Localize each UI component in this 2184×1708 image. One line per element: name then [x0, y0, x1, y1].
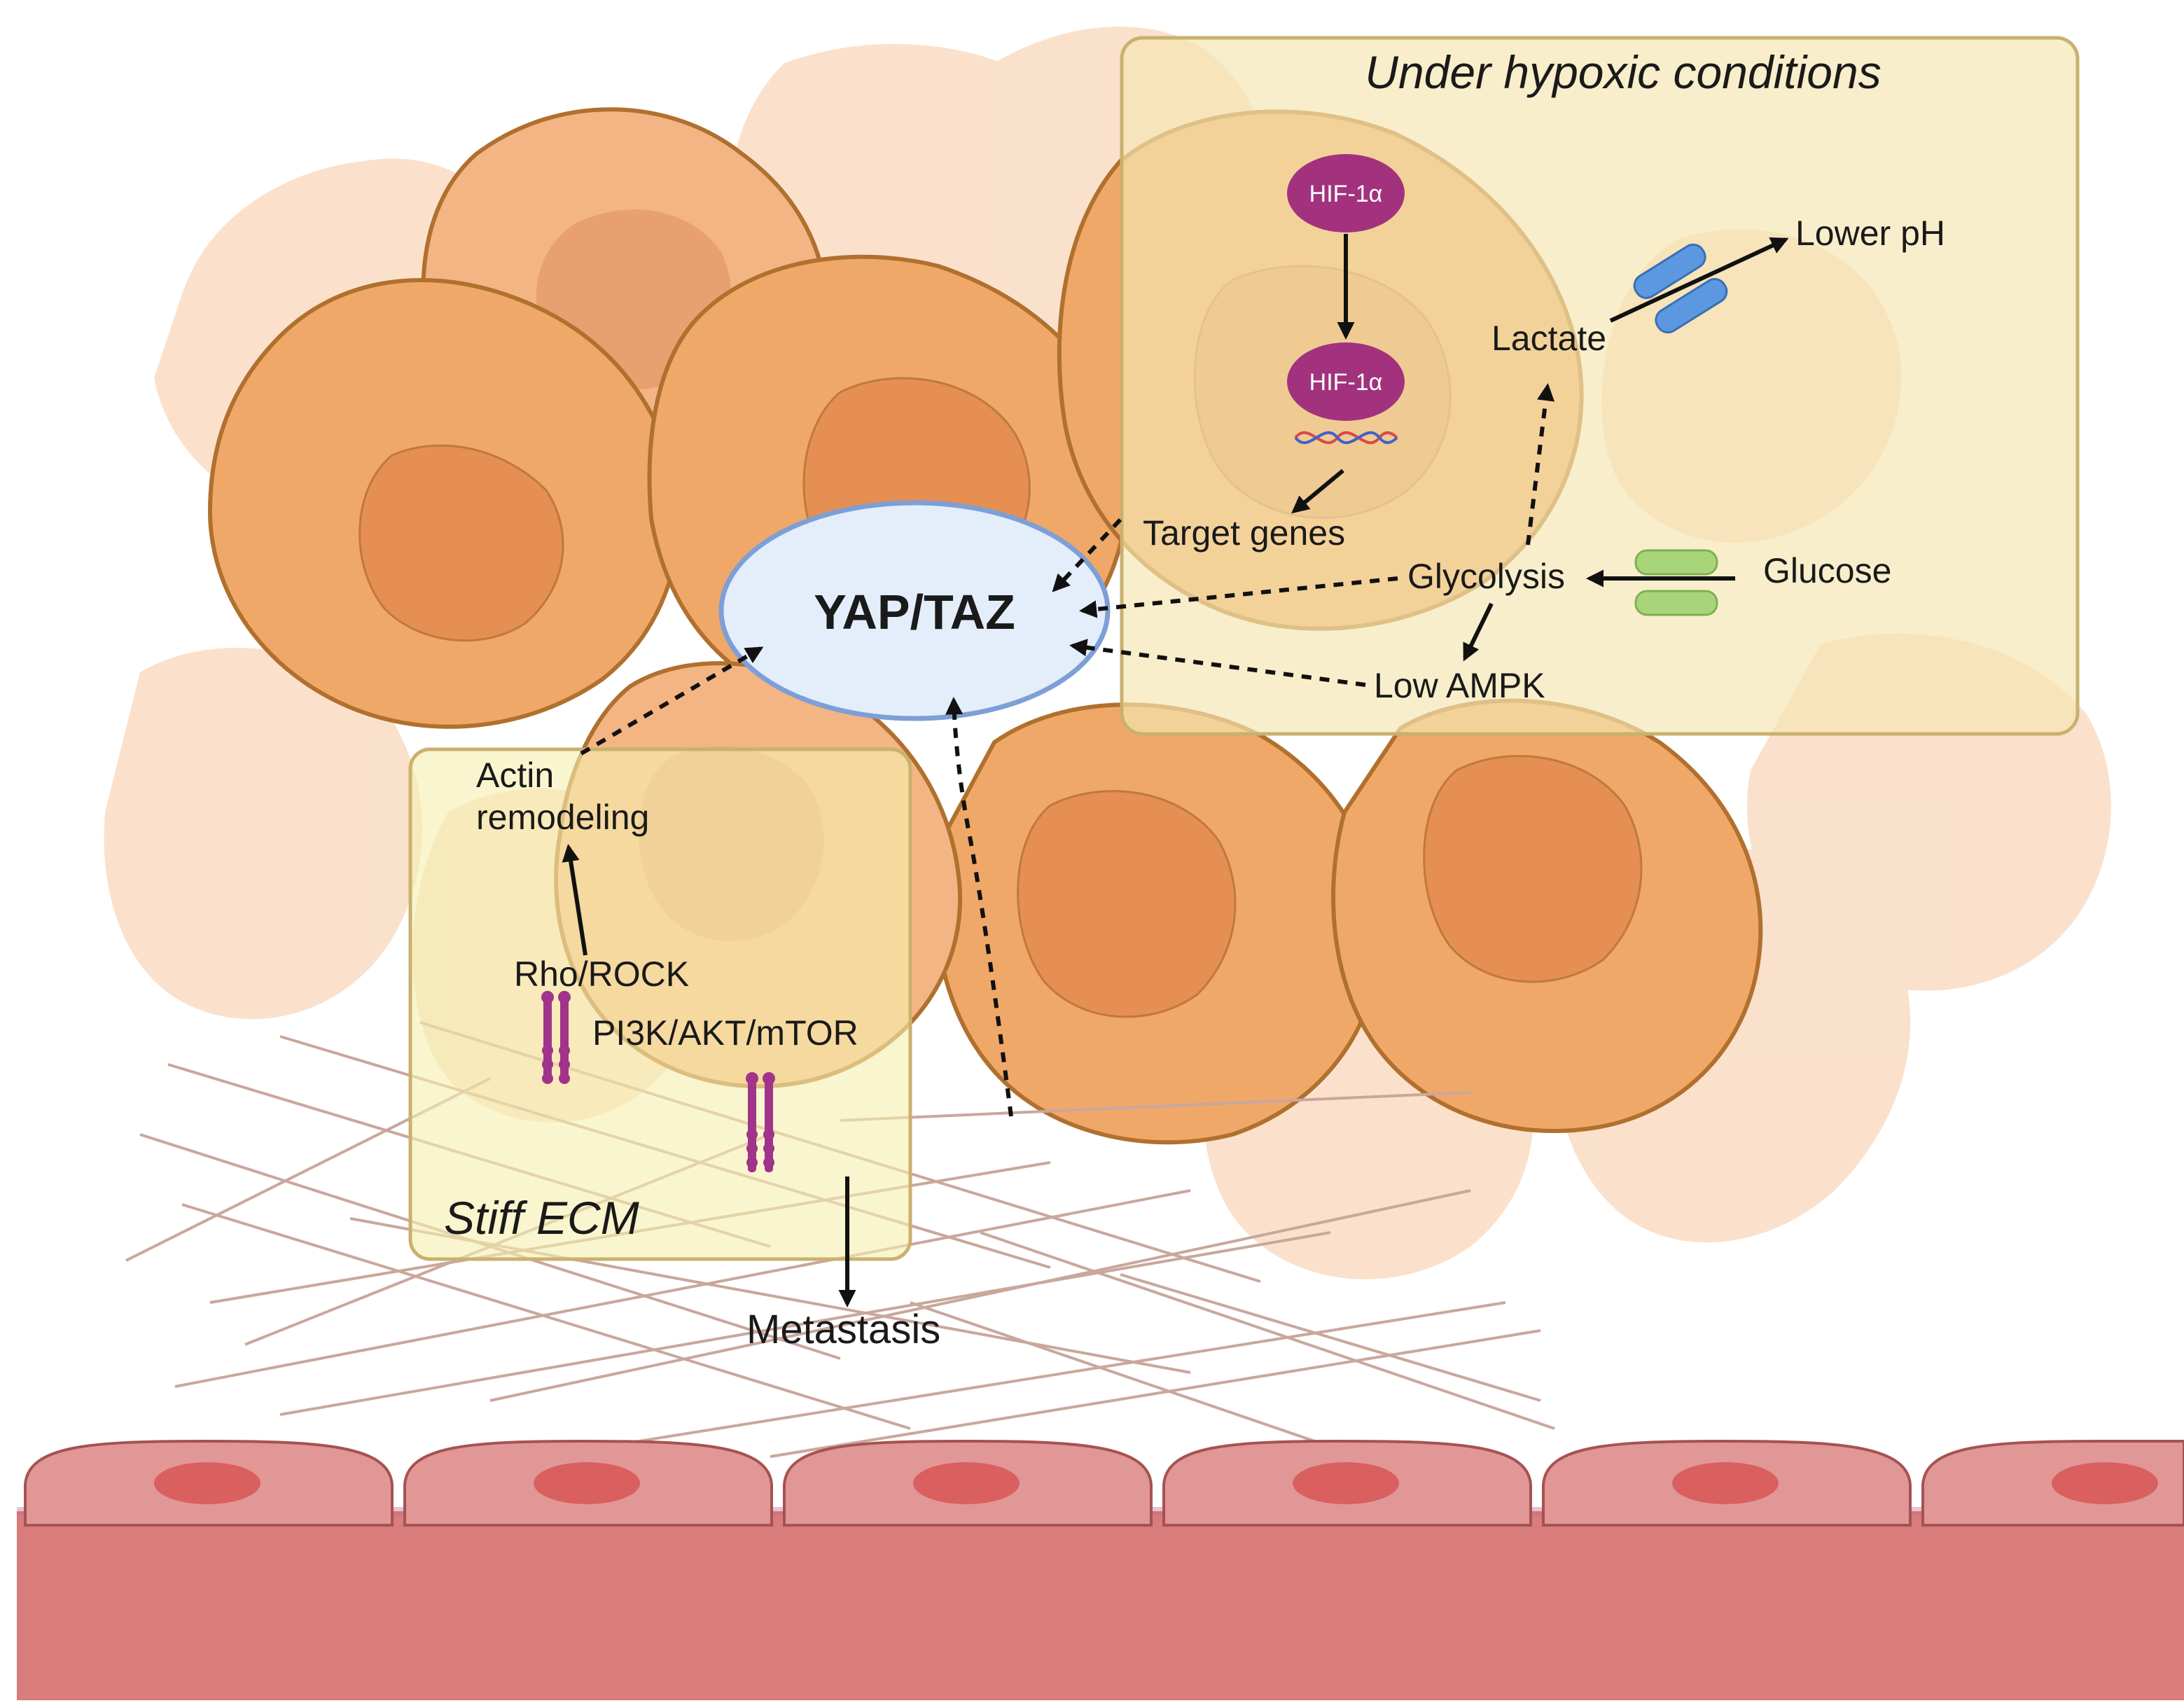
- endothelial-cell: [1921, 1440, 2184, 1527]
- lactate-channel-icon: [1633, 243, 1728, 334]
- arrow-ecm-to-yap: [945, 696, 1013, 1117]
- arrow-rho-to-actin: [562, 844, 587, 956]
- pi3k-label: PI3K/AKT/mTOR: [592, 1013, 858, 1053]
- tumor-cell: [1331, 698, 1763, 1133]
- target-genes-label: Target genes: [1143, 513, 1345, 553]
- arrow-ampk-to-yap: [1069, 639, 1366, 687]
- arrow-to-target-genes: [1291, 468, 1344, 514]
- hypoxia-title: Under hypoxic conditions: [1365, 46, 1881, 98]
- blood-vessel: [17, 1439, 2184, 1700]
- hif1a-cyto-label: HIF-1α: [1309, 181, 1383, 207]
- yap-taz-node: YAP/TAZ: [718, 500, 1111, 721]
- hif1a-cytoplasm: HIF-1α: [1287, 154, 1405, 232]
- glycolysis-label: Glycolysis: [1407, 557, 1565, 596]
- hypoxia-region: [1120, 36, 2080, 736]
- arrow-glycolysis-to-ampk: [1463, 602, 1494, 662]
- endothelial-cell: [1162, 1439, 1532, 1527]
- endothelial-cell: [24, 1439, 394, 1527]
- glucose-label: Glucose: [1763, 551, 1891, 590]
- actin-label-line2: remodeling: [476, 798, 649, 837]
- arrow-actin-to-yap: [580, 646, 764, 756]
- endothelial-cell: [783, 1439, 1153, 1527]
- ecm-title: Stiff ECM: [444, 1192, 639, 1244]
- tumor-cell: [207, 278, 681, 729]
- integrin-receptor-icon: [541, 991, 571, 1084]
- lactate-label: Lactate: [1491, 319, 1606, 358]
- arrow-lactate-export: [1609, 237, 1789, 323]
- arrow-glycolysis-to-yap: [1078, 576, 1398, 618]
- metastasis-label: Metastasis: [746, 1307, 940, 1352]
- yap-taz-label: YAP/TAZ: [814, 585, 1015, 639]
- integrin-receptor-icon: [746, 1072, 775, 1172]
- arrow-glycolysis-to-lactate: [1526, 382, 1555, 546]
- faded-cell: [104, 648, 422, 1020]
- dna-icon: [1294, 431, 1398, 445]
- tumor-cell: [933, 702, 1382, 1145]
- arrow-target-genes-to-yap: [1052, 518, 1122, 592]
- ecm-region: [408, 747, 912, 1261]
- hif1a-nuc-label: HIF-1α: [1309, 369, 1383, 396]
- lower-ph-label: Lower pH: [1795, 214, 1945, 253]
- endothelial-cell: [403, 1439, 773, 1527]
- rho-rock-label: Rho/ROCK: [514, 954, 689, 994]
- actin-label-line1: Actin: [476, 756, 554, 795]
- glucose-channel-icon: [1634, 549, 1718, 616]
- endothelial-cell: [1542, 1439, 1912, 1527]
- low-ampk-label: Low AMPK: [1374, 666, 1545, 705]
- hif1a-nucleus: HIF-1α: [1287, 342, 1405, 421]
